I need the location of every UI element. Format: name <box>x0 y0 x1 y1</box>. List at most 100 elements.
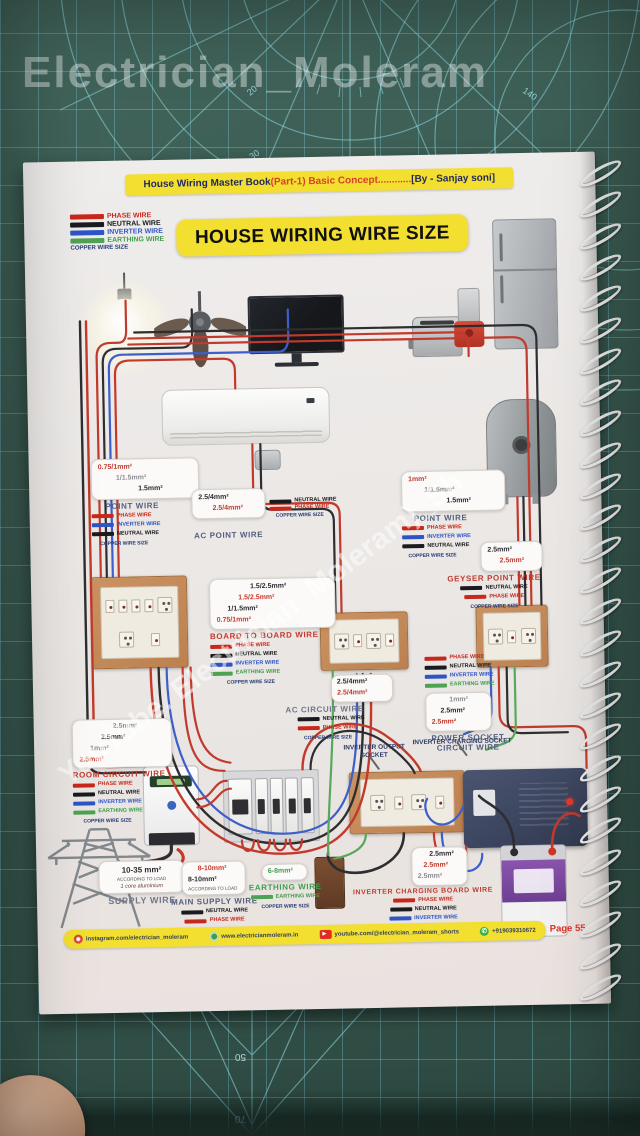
wire-inverter <box>424 797 465 826</box>
neutral-color-bar <box>91 531 115 537</box>
inverter-color-bar <box>424 674 447 679</box>
group-title: BOARD TO BOARD WIRE <box>209 630 319 642</box>
wire-size: 2.5mm² <box>431 718 457 726</box>
legend-label: INVERTER WIRE <box>235 660 280 667</box>
earthing-wire-group: 6-8mm² EARTHING WIRE EARTHING WIRE COPPE… <box>248 863 322 910</box>
copper-wire-note: COPPER WIRE SIZE <box>261 903 310 910</box>
wire-phase <box>149 667 373 855</box>
earthing-color-bar <box>250 895 273 900</box>
phase-color-bar <box>69 214 104 220</box>
wire-phase <box>240 838 304 852</box>
legend-label: NEUTRAL WIRE <box>322 714 365 722</box>
neutral-color-bar <box>424 665 447 670</box>
neutral-color-bar <box>297 717 320 722</box>
whatsapp-icon <box>480 926 490 936</box>
inverter-output-socket-label: INVERTER OUTPUT SOCKET <box>332 743 416 771</box>
legend-label: INVERTER WIRE <box>414 913 458 921</box>
main-wire-legend: PHASE WIRE NEUTRAL WIRE INVERTER WIRE EA… <box>69 212 165 252</box>
wire-phase <box>181 666 226 772</box>
wire-size: 1.5mm² <box>138 484 163 493</box>
legend-label: EARTHING WIRE <box>235 669 281 676</box>
wire-size: 6-8mm² <box>267 867 293 875</box>
point-wire-group: 0.75/1mm² 1/1.5mm² 1.5mm² POINT WIRE PHA… <box>90 457 201 547</box>
phase-color-bar <box>91 513 114 519</box>
instagram-handle: instagram.com/electrician_moleram <box>85 934 189 943</box>
group-title: SUPPLY WIRE <box>108 894 176 906</box>
group-title: MAIN SUPPLY WIRE <box>171 896 258 907</box>
wire-size: 2.5mm² <box>423 861 449 869</box>
mat-bottom-label: 50 <box>234 1051 246 1062</box>
wire-phase <box>127 336 533 606</box>
legend-label: NEUTRAL WIRE <box>449 662 492 670</box>
legend-label: INVERTER WIRE <box>449 671 494 679</box>
earthing-color-bar <box>210 671 233 676</box>
footer-instagram: instagram.com/electrician_moleram <box>73 933 189 944</box>
wire-neutral <box>505 666 570 735</box>
legend-label: PHASE WIRE <box>449 653 485 661</box>
phase-color-bar <box>464 594 487 600</box>
wire-size: 2.5/4mm² <box>337 688 368 697</box>
inverter-color-bar <box>73 801 96 806</box>
phase-color-bar <box>210 644 233 649</box>
inverter-color-bar <box>91 522 114 528</box>
group-title: AC CIRCUIT WIRE <box>285 703 364 715</box>
legend-label: NEUTRAL WIRE <box>116 529 160 537</box>
legend-label: INVERTER WIRE <box>427 532 471 540</box>
inverter-charging-socket-label: INVERTER CHARGING SOCKET <box>412 737 512 757</box>
page-title: HOUSE WIRING WIRE SIZE <box>175 214 469 257</box>
copper-wire-note: COPPER WIRE SIZE <box>275 511 324 519</box>
website-url: www.electricianmoleram.in <box>221 931 299 940</box>
wire-phase <box>196 779 233 809</box>
legend-label: EARTHING WIRE <box>449 680 495 688</box>
neutral-color-bar <box>389 907 412 912</box>
phase-color-bar <box>424 656 447 661</box>
wire-size: 0.75/1mm² <box>216 615 252 624</box>
wire-neutral <box>309 729 416 775</box>
copper-wire-note: COPPER WIRE SIZE <box>470 602 519 610</box>
wire-size: 2.5mm² <box>429 850 454 858</box>
legend-label: EARTHING WIRE <box>107 235 165 244</box>
neutral-color-bar <box>269 498 292 504</box>
phone-number: +919039310672 <box>492 927 536 935</box>
wire-size: 2.5mm² <box>79 755 104 764</box>
wire-earthing <box>485 666 517 751</box>
phase-color-bar <box>297 726 320 731</box>
legend-label: NEUTRAL WIRE <box>414 904 457 912</box>
wire-neutral <box>133 323 543 606</box>
ac-circuit-wire-group: 2.5/4mm² 2.5/4mm² AC CIRCUIT WIRE NEUTRA… <box>285 673 394 742</box>
youtube-handle: youtube.com/@electrician_moleram_shorts <box>334 928 460 938</box>
label-text: INVERTER OUTPUT SOCKET <box>343 743 405 760</box>
wire-phase <box>127 331 470 358</box>
phase-color-bar <box>393 898 416 903</box>
group-title: AC POINT WIRE <box>193 530 264 541</box>
legend-label: PHASE WIRE <box>106 212 152 220</box>
supply-note: ACCORDING TO LOAD <box>188 885 238 892</box>
wire-phase <box>497 666 588 769</box>
inverter-color-bar <box>210 662 233 667</box>
geyser-point-wire-group: 2.5mm² 2.5mm² GEYSER POINT WIRE NEUTRAL … <box>444 540 543 611</box>
book-page: House Wiring Master Book (Part-1) Basic … <box>22 151 612 1015</box>
inverter-color-bar <box>402 534 425 540</box>
legend-label: INVERTER WIRE <box>116 520 161 528</box>
instagram-icon <box>73 934 83 944</box>
neutral-color-bar <box>180 909 204 915</box>
wire-size: 1.5mm² <box>446 496 472 505</box>
phase-color-bar <box>184 918 207 924</box>
legend-label: INVERTER WIRE <box>98 798 142 806</box>
legend-label: NEUTRAL WIRE <box>107 219 161 228</box>
wire-neutral <box>157 666 365 845</box>
wire-phase <box>113 357 237 578</box>
legend-label: PHASE WIRE <box>322 723 358 731</box>
footer-phone: +919039310672 <box>480 926 536 936</box>
legend-label: EARTHING WIRE <box>98 807 144 815</box>
header-author: [By - Sanjay soni] <box>411 172 496 186</box>
legend-label: PHASE WIRE <box>418 895 454 903</box>
header-subtitle: (Part-1) Basic Concept............ <box>270 174 412 188</box>
inverter-color-bar <box>70 230 105 236</box>
wire-phase <box>189 666 232 764</box>
header-title: House Wiring Master Book <box>143 176 271 191</box>
channel-watermark: Electrician_Moleram <box>22 48 488 97</box>
legend-label: PHASE WIRE <box>426 523 462 531</box>
phase-color-bar <box>269 505 292 511</box>
